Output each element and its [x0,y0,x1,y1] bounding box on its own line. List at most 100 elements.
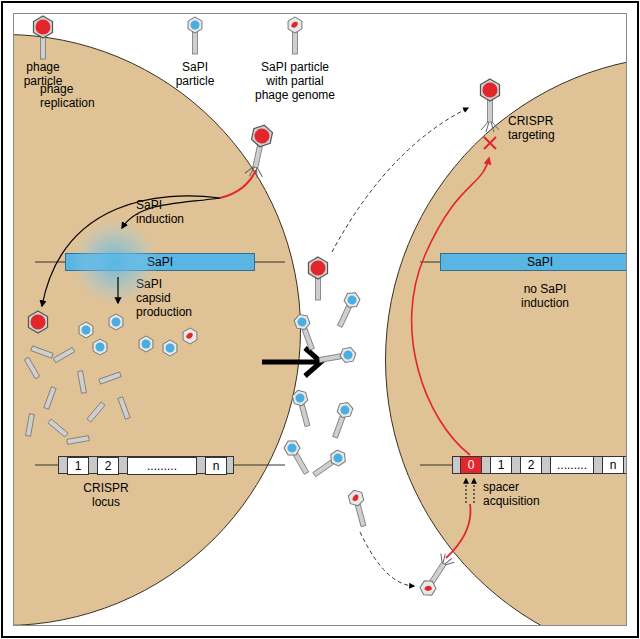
infection-path [332,108,468,252]
phage-tail [99,372,121,384]
box-label: ......... [551,457,593,473]
phage-tail [26,414,35,437]
sapi-particle [282,438,313,477]
crispr-repeat [512,456,520,474]
phage-tail [87,402,105,422]
crispr-array: CRISPR locus12.........n [58,456,234,474]
acquisition-arrow [474,479,475,503]
injecting-particle [418,560,450,599]
phage-tail [48,419,68,437]
box-label: 0 [461,457,481,473]
sapi-element: SaPI [440,253,640,271]
box-label: 2 [98,458,118,474]
phage-tail [118,397,130,419]
cell-body [386,56,640,639]
sapi-particle [333,290,361,329]
phage-tail [53,347,75,362]
crispr-spacer: n [205,457,227,475]
partial-phage-dna [446,504,471,558]
crispr-repeats [452,456,632,474]
crispr-spacer: ......... [127,457,197,475]
sapi-capsid [93,339,107,355]
box-label: n [206,458,226,474]
tail-fibers [244,165,264,179]
legend-label: SaPI particle with partial phage genome [250,60,340,102]
sapi-capsid [109,314,123,330]
inner-frame [14,14,627,626]
crispr-repeat [594,456,602,474]
crispr-spacer: n [602,456,624,474]
crispr-repeat [452,456,460,474]
tail-fibers [481,122,499,132]
box-label: ......... [128,458,196,474]
phage-particle-icon [33,16,52,59]
replication-arrow [42,196,220,306]
phage-tails [24,346,130,444]
production-arrow [117,277,118,303]
sapi-particle [329,400,355,440]
induction-arrow [122,198,220,228]
chromosome-line [420,262,440,263]
chromosome-line [35,465,285,466]
crispr-repeat [542,456,550,474]
crispr-array-outline [453,457,633,474]
new-spacer: 0 [460,456,482,474]
cell-outline [0,34,301,626]
step-label: CRISPR targeting [508,114,588,142]
sapi-particle [293,312,319,352]
box-label: CRISPR locus [76,481,136,509]
cell-outline [385,55,640,639]
sapi-particle [318,347,357,367]
step-label: no SaPI induction [505,282,585,310]
step-label: SaPI capsid production [136,277,198,319]
step-label: spacer acquisition [483,480,563,508]
crispr-spacer: 1 [67,457,89,475]
tail-fibers [437,552,455,568]
transfer-arrow [262,360,318,365]
transfer-arrowhead [305,348,321,376]
infection-path [360,532,414,586]
phage-capsid [28,311,47,333]
phage-dna [220,170,256,198]
sapi-particle [310,448,348,481]
attacking-phage [480,79,499,122]
chromosome-line [35,262,285,263]
box-label: 1 [491,457,511,473]
partial-particle [347,488,370,527]
targeting-line [412,158,489,455]
phage-tail [67,436,90,445]
crispr-spacer: 1 [490,456,512,474]
sapi-capsid [163,340,177,356]
legend-label: phage particle [13,60,73,88]
infecting-phage [246,123,274,169]
acquisition-arrow [466,479,467,503]
chromosome-line [420,465,452,466]
phage-tail [44,387,56,409]
crispr-spacer: 2 [520,456,542,474]
sapi-capsid [139,336,153,352]
crispr-spacer: ......... [550,456,594,474]
sapi-element: SaPI [65,253,255,271]
bacterial-cell: CRISPR targeting no SaPI induction spacer … [385,55,640,639]
cell-body [0,35,301,626]
step-label: SaPI induction [136,198,206,226]
phage-tail [78,371,87,394]
sapi-capsid [79,322,93,338]
crispr-repeat [624,456,632,474]
induction-glow [71,218,159,306]
bacterial-cell: phage replicationSaPI inductionSaPI caps… [0,34,301,626]
partial-capsid [183,328,197,344]
phage-particle [308,257,327,300]
partial-particle-icon [288,17,302,54]
box-label: SaPI [66,254,254,270]
sapi-particle [291,388,314,427]
crispr-spacer: 2 [97,457,119,475]
crispr-repeat [482,456,490,474]
sapi-particle-icon [188,17,202,54]
box-label: n [603,457,623,473]
box-label: 2 [521,457,541,473]
box-label: SaPI [441,254,639,270]
phage-tail [31,346,53,358]
phage-tail [24,357,39,379]
